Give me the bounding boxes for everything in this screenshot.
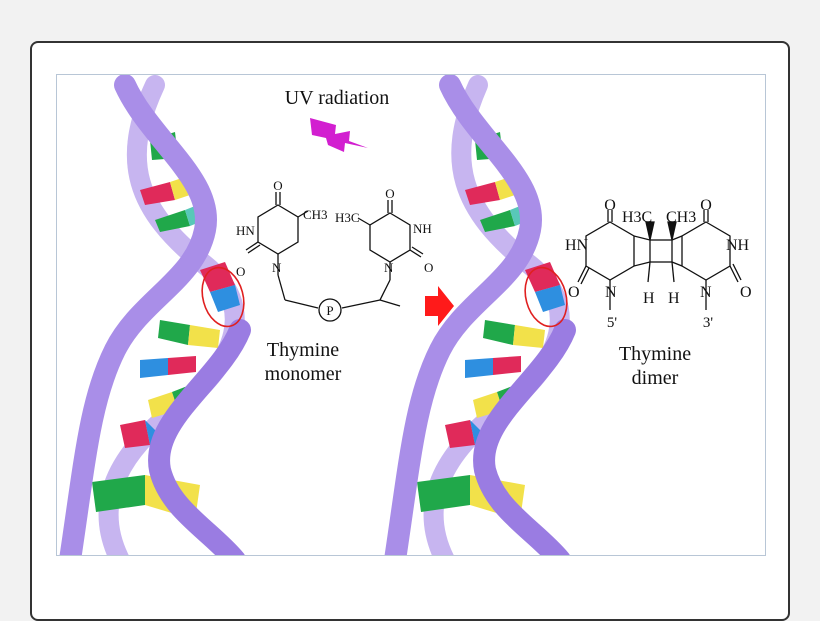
- base-pair: [493, 356, 521, 375]
- atom-label: 5': [607, 315, 618, 331]
- left-pyrimidine-ring: [585, 221, 635, 281]
- base-pair: [483, 320, 515, 345]
- base-pair: [535, 285, 565, 312]
- dimer-atom-labels: O H3C CH3 O HN NH O N H H N O 5' 3': [565, 197, 752, 331]
- base-pair: [513, 325, 545, 348]
- pyrimidine-ring: [369, 212, 411, 263]
- highlight-circle-dimer: [524, 266, 568, 328]
- atom-label: O: [424, 260, 433, 275]
- thymine-monomer-structure: [245, 192, 424, 322]
- base-pair: [210, 285, 240, 312]
- atom-label: O: [740, 284, 752, 301]
- backbone-strand-front-lower: [473, 319, 576, 555]
- atom-label: N: [272, 260, 282, 275]
- backbone-strand-front: [384, 75, 542, 555]
- phosphate-label: P: [326, 303, 333, 318]
- thymine-monomer-label-line2: monomer: [265, 363, 342, 385]
- atom-label: N: [384, 260, 394, 275]
- atom-label: CH3: [666, 209, 696, 226]
- base-pair: [480, 210, 515, 232]
- backbone-strand-front: [59, 75, 217, 555]
- atom-label: CH3: [303, 207, 328, 222]
- base-pair: [465, 182, 500, 205]
- atom-label: O: [273, 178, 282, 193]
- pyrimidine-ring: [257, 204, 299, 255]
- atom-label: HN: [565, 237, 589, 254]
- atom-label: HN: [236, 223, 255, 238]
- base-pair: [417, 475, 470, 512]
- dna-helix-right: [384, 75, 576, 555]
- base-pair: [445, 420, 475, 448]
- highlight-circle-monomer: [201, 266, 245, 328]
- monomer-atom-labels: O HN CH3 O N P O H3C NH O N: [236, 178, 433, 318]
- atom-label: H3C: [335, 210, 360, 225]
- atom-label: O: [385, 186, 394, 201]
- base-pair: [140, 358, 168, 378]
- atom-label: O: [700, 197, 712, 214]
- cyclobutane-ring: [649, 239, 673, 263]
- atom-label: 3': [703, 315, 714, 331]
- right-arrow-icon: [425, 286, 454, 326]
- atom-label: H: [668, 290, 680, 307]
- atom-label: O: [568, 284, 580, 301]
- atom-label: O: [236, 264, 245, 279]
- thymine-dimer-structure: [577, 210, 742, 310]
- thymine-dimer-label-line2: dimer: [632, 367, 679, 389]
- thymine-monomer-label-line1: Thymine: [267, 339, 339, 361]
- base-pair: [155, 210, 190, 232]
- base-pair: [158, 320, 190, 345]
- uv-radiation-label: UV radiation: [285, 87, 390, 109]
- atom-label: O: [604, 197, 616, 214]
- thymine-dimer-label-line1: Thymine: [619, 343, 691, 365]
- atom-label: N: [700, 284, 712, 301]
- base-pair: [92, 475, 145, 512]
- backbone-strand-front-lower: [148, 319, 251, 555]
- phosphate-circle: [318, 298, 342, 322]
- base-pair: [140, 182, 175, 205]
- dna-helix-left: [59, 75, 251, 555]
- atom-label: NH: [413, 221, 432, 236]
- base-pair: [120, 420, 150, 448]
- base-pair: [465, 358, 493, 378]
- base-pair: [168, 356, 196, 375]
- atom-label: H3C: [622, 209, 652, 226]
- base-pair: [188, 325, 220, 348]
- right-pyrimidine-ring: [681, 221, 731, 281]
- atom-label: H: [643, 290, 655, 307]
- atom-label: NH: [726, 237, 750, 254]
- atom-label: N: [605, 284, 617, 301]
- lightning-bolt-icon: [310, 118, 368, 152]
